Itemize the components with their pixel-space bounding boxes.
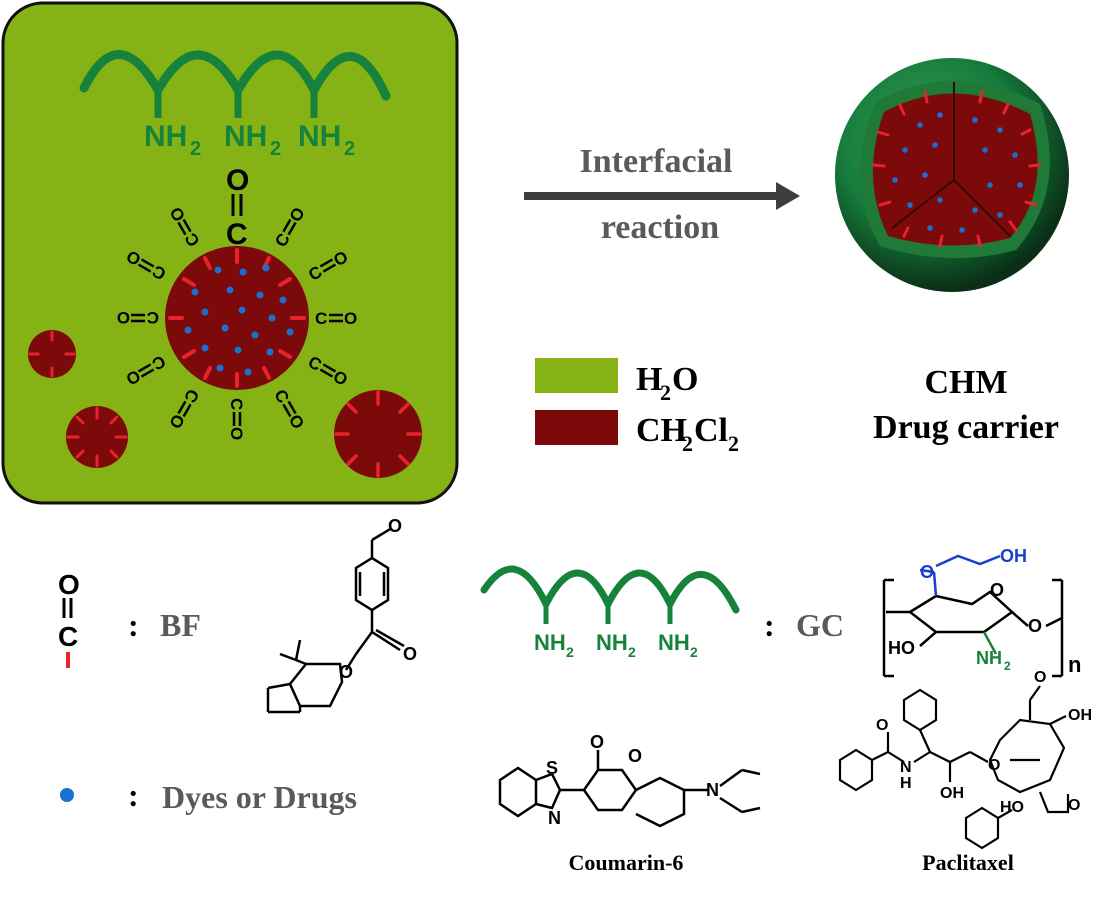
svg-text:2: 2 <box>660 380 671 405</box>
svg-text:O: O <box>672 361 698 398</box>
legend-water-swatch <box>535 358 618 393</box>
arrow-label-line2: reaction <box>601 209 719 246</box>
arrow-label-line1: Interfacial <box>580 143 733 180</box>
legend-dcm-swatch <box>535 410 618 445</box>
paclitaxel-label: Paclitaxel <box>922 850 1014 875</box>
bf-label: BF <box>160 607 201 643</box>
svg-text:2: 2 <box>1004 659 1011 673</box>
product-label-line2: Drug carrier <box>873 409 1059 446</box>
svg-text:C: C <box>315 309 327 328</box>
svg-text:C: C <box>226 218 248 251</box>
svg-text:O: O <box>58 569 80 600</box>
svg-text:Cl: Cl <box>694 412 728 449</box>
svg-text:2: 2 <box>344 138 355 160</box>
svg-text:C: C <box>227 398 246 410</box>
svg-text:N: N <box>900 759 912 776</box>
coumarin6-structure <box>498 750 761 828</box>
svg-text:2: 2 <box>190 138 201 160</box>
droplet-red-marks <box>168 248 306 388</box>
svg-text:H: H <box>900 775 912 792</box>
svg-text:C: C <box>58 621 78 652</box>
bf-structure <box>266 526 405 714</box>
svg-text:O: O <box>590 732 604 752</box>
svg-text:O: O <box>1028 616 1042 636</box>
svg-text:2: 2 <box>690 644 698 660</box>
paclitaxel-structure <box>838 685 1070 850</box>
reaction-arrow <box>524 182 800 210</box>
small-droplet-right <box>334 390 422 478</box>
svg-text:O: O <box>227 427 246 440</box>
chm-sphere <box>835 58 1069 292</box>
bf-symbol: O C <box>58 569 80 668</box>
svg-text:O: O <box>117 308 130 327</box>
dye-dots-main <box>184 264 294 376</box>
svg-text:OH: OH <box>1068 707 1092 724</box>
small-droplet-bottom-left <box>66 406 128 468</box>
svg-text:O: O <box>403 644 417 664</box>
svg-text:CH: CH <box>636 412 687 449</box>
svg-text:2: 2 <box>728 431 739 456</box>
svg-text:2: 2 <box>682 431 693 456</box>
svg-text:NH: NH <box>596 630 628 655</box>
dye-dot-legend <box>60 788 74 802</box>
gc-nh2-label: NH <box>976 648 1002 668</box>
svg-text:2: 2 <box>566 644 574 660</box>
gc-polymer-chain: NH 2 NH 2 NH 2 <box>79 50 391 160</box>
svg-text:O: O <box>1068 797 1080 814</box>
svg-text:N: N <box>706 780 719 800</box>
amine-label-3: NH <box>298 120 341 153</box>
small-droplet-left <box>28 330 76 378</box>
drug-colon: : <box>128 777 139 813</box>
gc-structure <box>882 554 1064 678</box>
svg-text:O: O <box>920 562 934 582</box>
bf-colon: : <box>128 607 139 643</box>
gc-ho-label: HO <box>888 638 915 658</box>
svg-text:O: O <box>388 516 402 536</box>
svg-text:O: O <box>990 580 1004 600</box>
svg-text:O: O <box>988 757 1000 774</box>
svg-text:NH: NH <box>534 630 566 655</box>
svg-text:O: O <box>628 746 642 766</box>
coumarin-label: Coumarin-6 <box>569 850 684 875</box>
svg-text:HO: HO <box>1000 799 1024 816</box>
amine-label-2: NH <box>224 120 267 153</box>
gc-oh-label: OH <box>1000 546 1027 566</box>
top-carbonyl-group: O C <box>226 164 249 251</box>
svg-text:N: N <box>548 808 561 828</box>
svg-text:S: S <box>546 758 558 778</box>
svg-text:O: O <box>1034 669 1046 686</box>
svg-text:O: O <box>339 662 353 682</box>
gc-label: GC <box>796 607 844 643</box>
svg-text:O: O <box>344 309 357 328</box>
svg-text:OH: OH <box>940 785 964 802</box>
svg-text:2: 2 <box>628 644 636 660</box>
drug-label: Dyes or Drugs <box>162 779 357 815</box>
main-oil-droplet <box>165 246 309 390</box>
gc-colon: : <box>764 607 775 643</box>
gc-n-label: n <box>1068 652 1081 677</box>
svg-text:C: C <box>147 308 159 327</box>
svg-text:O: O <box>226 164 249 197</box>
product-label-line1: CHM <box>924 364 1007 401</box>
svg-text:2: 2 <box>270 138 281 160</box>
svg-text:H: H <box>636 361 662 398</box>
amine-label-1: NH <box>144 120 187 153</box>
svg-text:O: O <box>876 717 888 734</box>
svg-text:NH: NH <box>658 630 690 655</box>
